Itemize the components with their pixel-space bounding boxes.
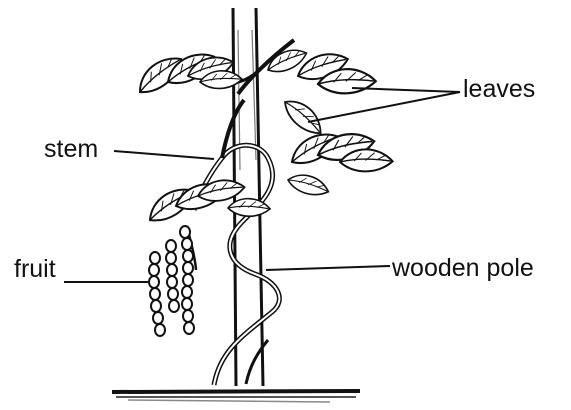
ground (112, 391, 360, 402)
leaf-cluster-middle-right (286, 129, 394, 202)
leader-line-leaves-b (308, 92, 460, 122)
leader-line-leaves-a (352, 88, 460, 92)
label-wooden-pole: wooden pole (392, 256, 534, 281)
stem (194, 100, 279, 385)
leaf-cluster-upper-right (265, 47, 377, 142)
leader-line-wooden-pole (266, 266, 390, 270)
leaf-cluster-lower-left (143, 180, 271, 226)
leaf-cluster-upper-left (132, 49, 243, 98)
leader-line-stem (114, 151, 214, 159)
label-leaves: leaves (463, 77, 535, 102)
fruit-pods (149, 226, 196, 336)
label-fruit: fruit (14, 257, 56, 282)
label-stem: stem (44, 137, 98, 162)
